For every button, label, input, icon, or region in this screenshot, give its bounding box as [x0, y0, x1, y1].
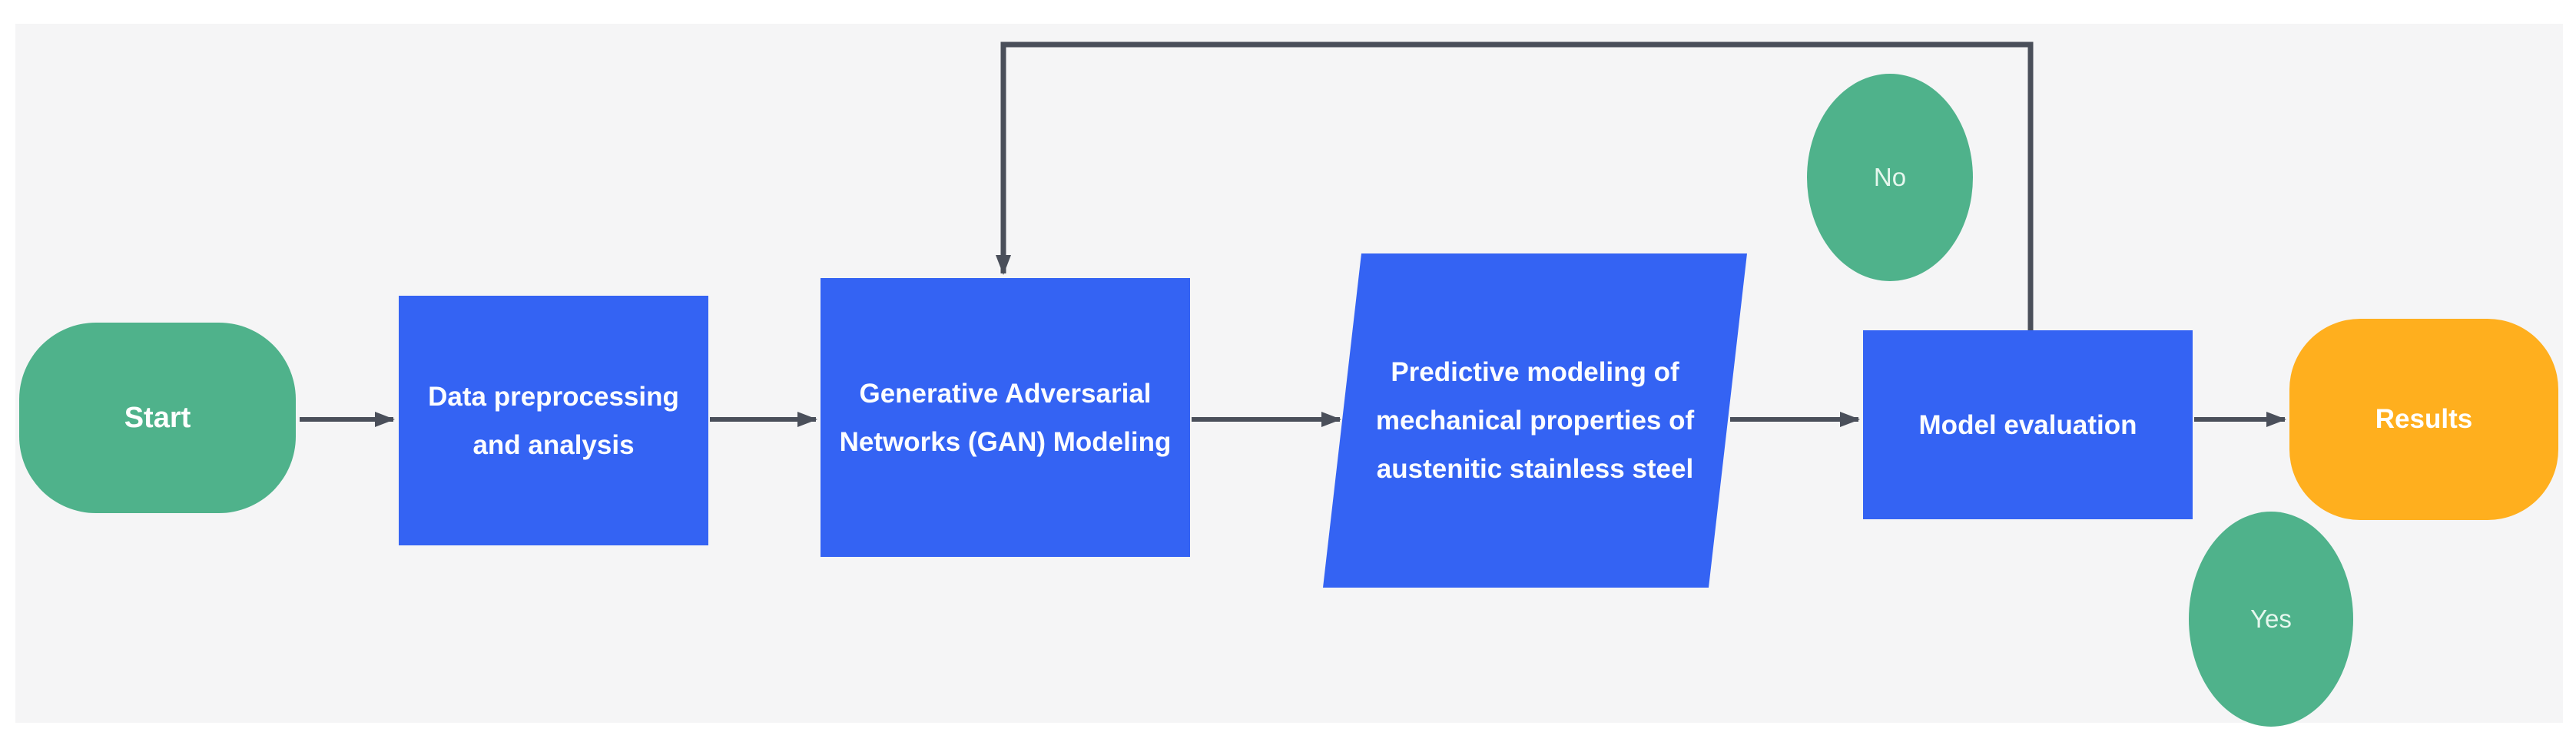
edge-evaluation-feedback-to-gan[interactable]	[996, 41, 2034, 333]
node-gan-modeling[interactable]: Generative Adversarial Networks (GAN) Mo…	[821, 278, 1190, 557]
node-results-label: Results	[2375, 404, 2473, 434]
node-gan-modeling-label: Generative Adversarial Networks (GAN) Mo…	[839, 378, 1172, 457]
node-results[interactable]: Results	[2289, 319, 2558, 520]
node-data-preprocessing-label: Data preprocessing and analysis	[428, 381, 679, 460]
node-start[interactable]: Start	[19, 323, 296, 513]
node-model-evaluation-label: Model evaluation	[1918, 409, 2137, 440]
node-data-preprocessing[interactable]: Data preprocessing and analysis	[399, 296, 708, 545]
node-start-label: Start	[124, 401, 191, 434]
branch-label-yes-text: Yes	[2250, 605, 2292, 633]
branch-label-no[interactable]: No	[1807, 74, 1973, 281]
branch-label-yes[interactable]: Yes	[2189, 512, 2353, 727]
node-model-evaluation[interactable]: Model evaluation	[1863, 330, 2193, 519]
node-predictive-modeling-label: Predictive modeling of mechanical proper…	[1375, 357, 1695, 484]
branch-label-no-text: No	[1873, 163, 1907, 191]
node-predictive-modeling[interactable]: Predictive modeling of mechanical proper…	[1323, 253, 1747, 588]
